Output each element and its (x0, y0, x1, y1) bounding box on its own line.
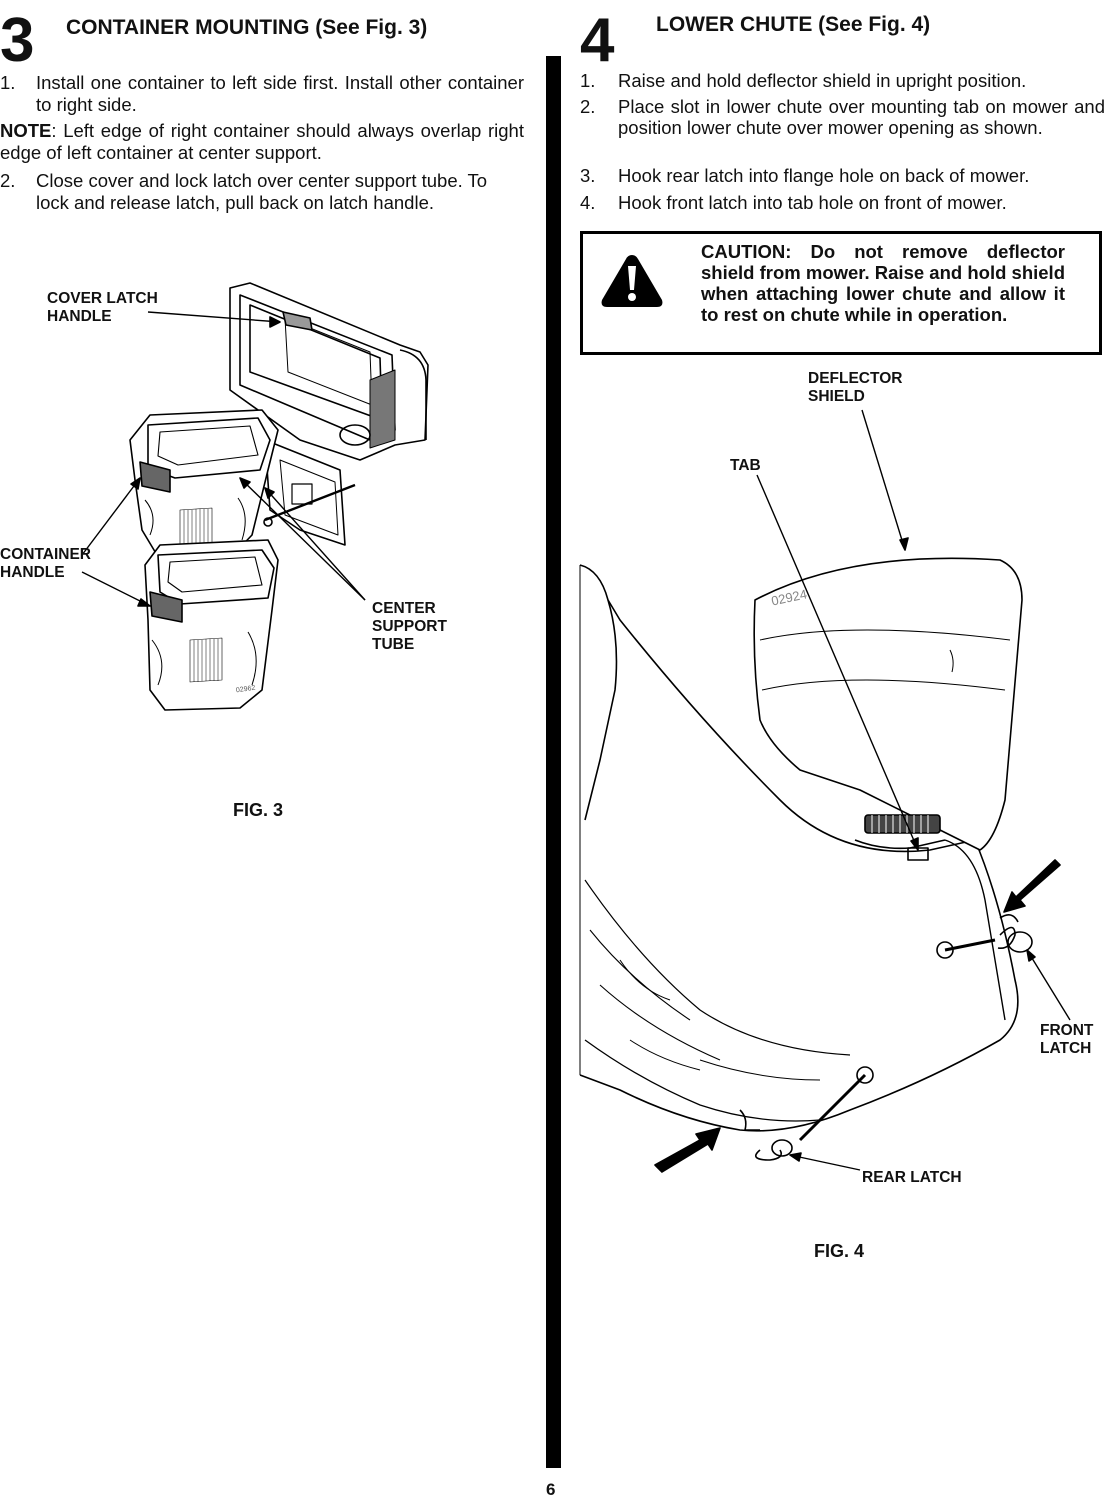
note-text: : Left edge of right container should al… (0, 120, 524, 163)
left-step-2-number: 2. (0, 170, 16, 191)
right-step-1-number: 1. (580, 70, 596, 91)
label-cover-latch-handle: COVER LATCH HANDLE (47, 290, 158, 325)
right-step-1: 1. Raise and hold deflector shield in up… (580, 70, 1105, 92)
fig4-illustration (579, 409, 1071, 1173)
left-step-1-text: Install one container to left side first… (36, 72, 524, 115)
left-step-1: 1. Install one container to left side fi… (0, 72, 524, 116)
section-heading-container-mounting: CONTAINER MOUNTING (See Fig. 3) (66, 16, 428, 39)
right-step-4: 4. Hook front latch into tab hole on fro… (580, 192, 1105, 214)
right-step-2: 2. Place slot in lower chute over mounti… (580, 96, 1105, 138)
note-label: NOTE (0, 120, 52, 141)
caution-text: CAUTION: Do not remove deflector shield … (701, 241, 1065, 325)
left-step-2: 2. Close cover and lock latch over cente… (0, 170, 524, 214)
right-step-2-text: Place slot in lower chute over mounting … (618, 96, 1105, 138)
caution-box: CAUTION: Do not remove deflector shield … (580, 231, 1102, 355)
label-tab: TAB (730, 457, 761, 474)
fig3-illustration (81, 282, 429, 711)
page-number: 6 (546, 1480, 556, 1499)
right-step-2-number: 2. (580, 96, 596, 117)
label-rear-latch: REAR LATCH (862, 1169, 962, 1186)
left-step-2-text: Close cover and lock latch over center s… (36, 170, 488, 213)
step-number-4: 4 (580, 6, 615, 75)
left-step-1-number: 1. (0, 72, 16, 93)
fig3-caption: FIG. 3 (233, 800, 284, 820)
step-number-3: 3 (0, 6, 35, 75)
right-step-3: 3. Hook rear latch into flange hole on b… (580, 165, 1105, 187)
column-divider (546, 56, 561, 1468)
note-paragraph: NOTE: Left edge of right container shoul… (0, 120, 524, 164)
label-deflector-shield: DEFLECTOR SHIELD (808, 370, 903, 405)
fig4-caption: FIG. 4 (814, 1241, 865, 1261)
right-step-3-number: 3. (580, 165, 596, 186)
section-heading-lower-chute: LOWER CHUTE (See Fig. 4) (656, 13, 931, 36)
right-step-4-number: 4. (580, 192, 596, 213)
right-step-1-text: Raise and hold deflector shield in uprig… (618, 70, 1027, 91)
label-front-latch: FRONT LATCH (1040, 1022, 1094, 1057)
right-step-4-text: Hook front latch into tab hole on front … (618, 192, 1007, 213)
label-center-support-tube: CENTER SUPPORT TUBE (372, 600, 447, 653)
right-step-3-text: Hook rear latch into flange hole on back… (618, 165, 1030, 186)
label-container-handle: CONTAINER HANDLE (0, 546, 91, 581)
warning-icon (601, 255, 663, 307)
